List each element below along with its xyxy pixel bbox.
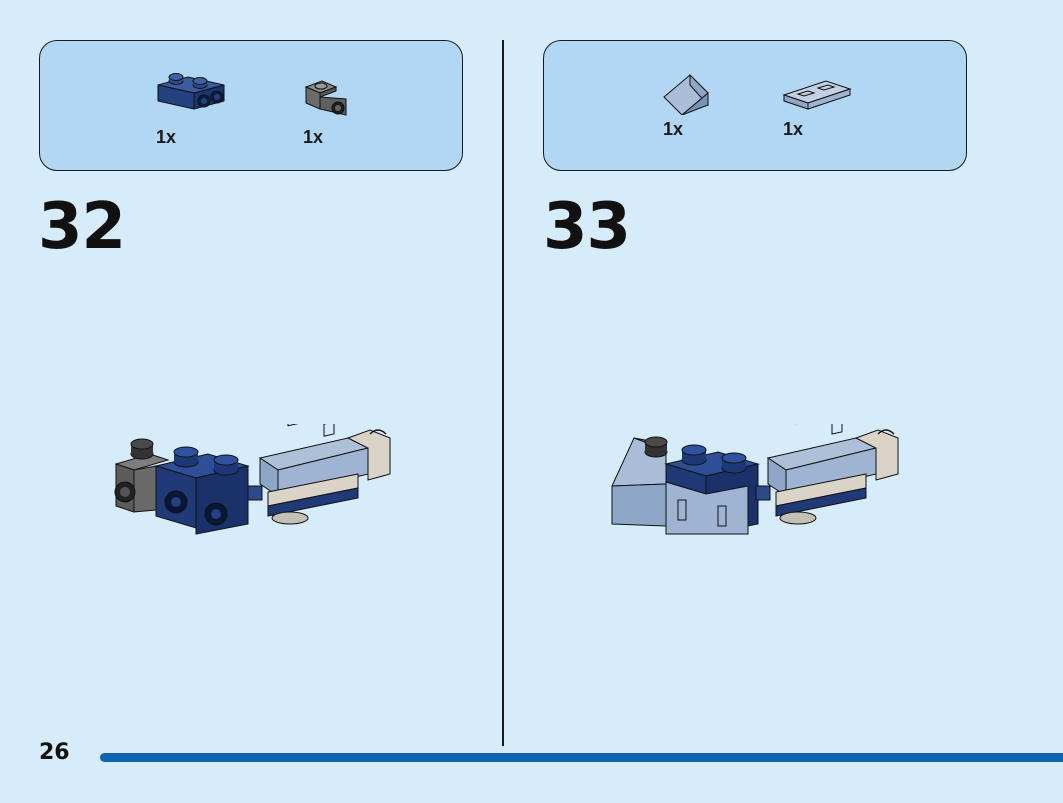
step-divider bbox=[502, 40, 504, 746]
page-number: 26 bbox=[39, 740, 70, 765]
parts-callout-step-32: 1x 1x bbox=[39, 40, 463, 171]
dark-gray-bracket-1x1-icon bbox=[304, 80, 347, 116]
step-number: 32 bbox=[38, 190, 126, 264]
part-quantity: 1x bbox=[783, 119, 804, 139]
progress-bar bbox=[100, 753, 1063, 762]
part-quantity: 1x bbox=[303, 127, 324, 147]
step-33-assembly-illustration bbox=[611, 424, 899, 535]
part-quantity: 1x bbox=[156, 127, 177, 147]
step-32-assembly-illustration bbox=[114, 424, 391, 535]
dark-blue-bracket-1x2-icon bbox=[157, 73, 225, 110]
part-quantity: 1x bbox=[663, 119, 684, 139]
parts-callout-step-33: 1x 1x bbox=[543, 40, 967, 171]
sand-blue-tile-1x2-icon bbox=[782, 80, 852, 110]
sand-blue-slope-1x1-icon bbox=[663, 73, 709, 115]
step-number: 33 bbox=[543, 190, 631, 264]
